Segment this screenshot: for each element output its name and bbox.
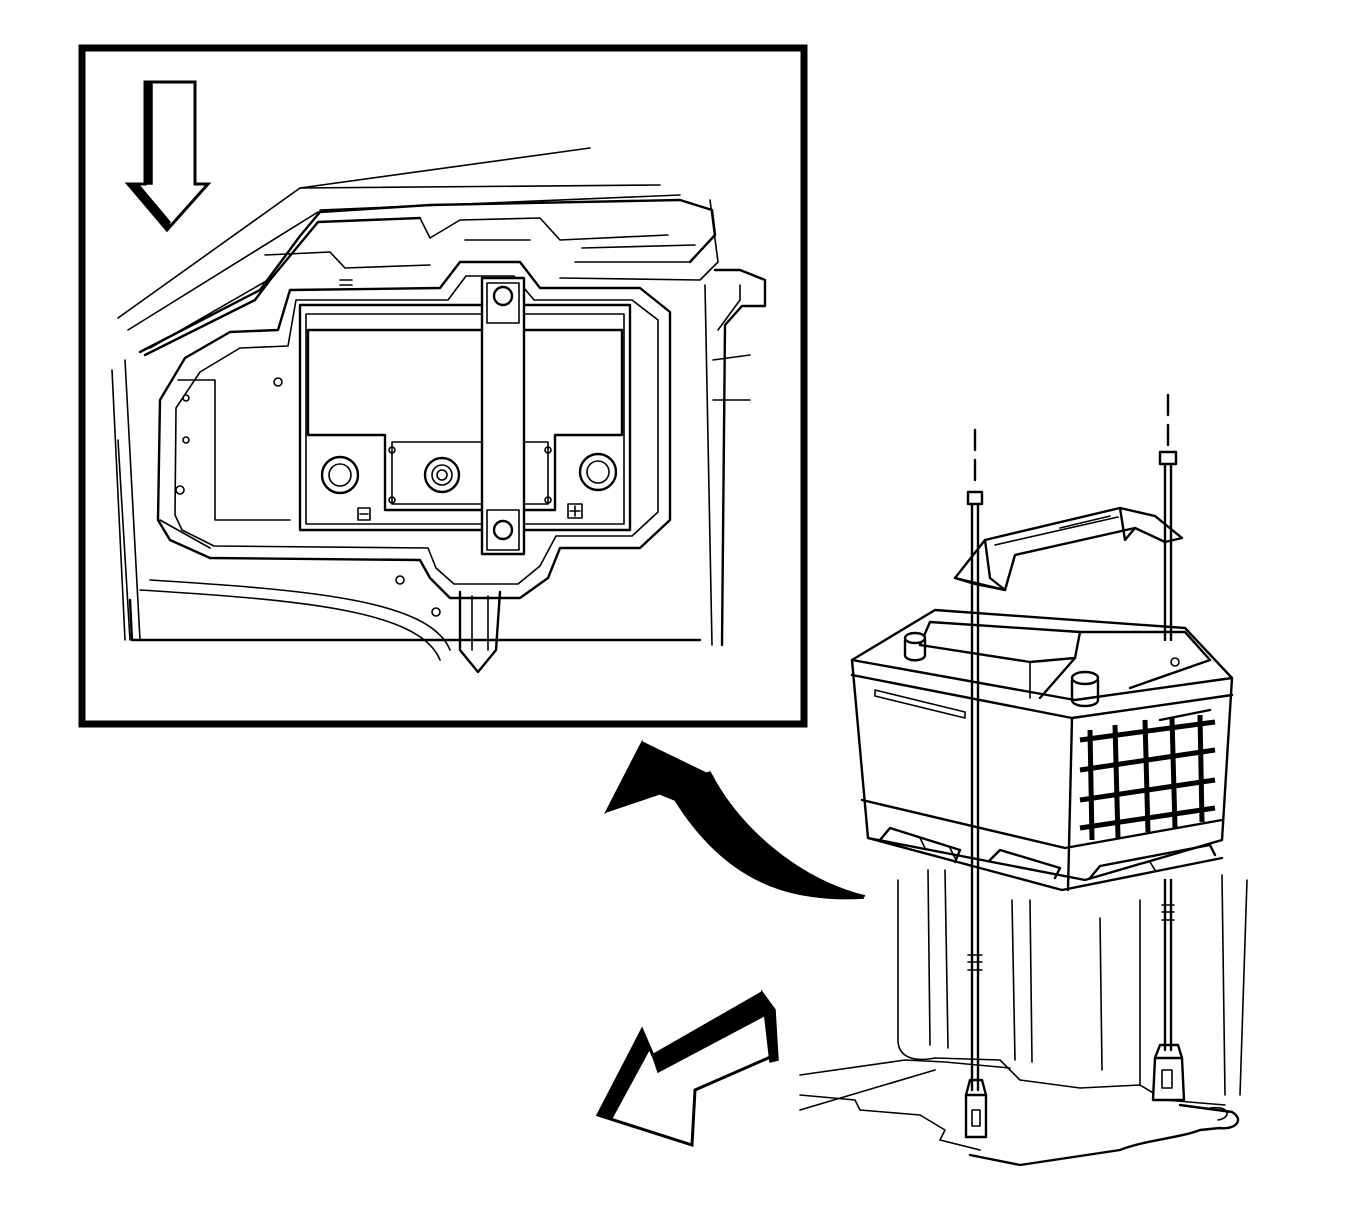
battery-hold-down-strap [480,276,526,556]
battery-isometric-view [799,393,1248,1167]
battery-top-view [298,303,632,532]
right-hold-down-rod [1151,393,1186,1102]
inset-detail-view [78,44,808,728]
battery-tray [139,217,672,674]
down-arrow-icon [124,80,212,233]
positive-terminal-post [1070,670,1100,708]
positive-symbol-icon [567,503,583,519]
left-hold-down-rod [964,428,988,1139]
hold-down-bracket [953,506,1184,592]
vehicle-body-lines [111,147,767,647]
center-vent [423,456,461,494]
inset-frame [78,44,808,728]
negative-symbol-icon [357,507,371,521]
battery-tray-base [799,869,1248,1167]
removal-direction-arrow-icon [595,989,779,1148]
negative-terminal-post [903,631,927,662]
negative-terminal [320,455,360,495]
positive-terminal [578,452,618,492]
battery-side-cage [1079,708,1216,841]
